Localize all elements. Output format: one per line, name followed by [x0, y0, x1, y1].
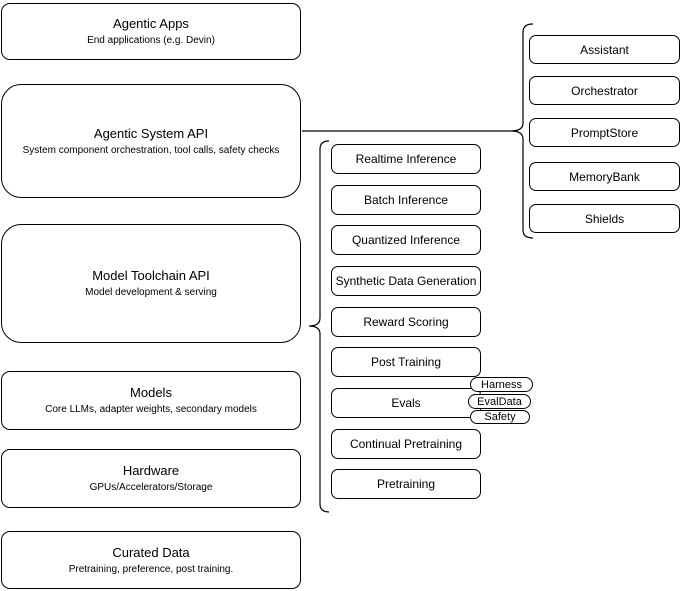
- brace-toolchain-services: [308, 140, 330, 513]
- brace-agentic-services: [510, 23, 534, 239]
- box-memorybank-label: MemoryBank: [569, 169, 640, 184]
- box-agentic-system-api: Agentic System API System component orch…: [1, 84, 301, 198]
- box-memorybank: MemoryBank: [529, 162, 680, 191]
- tag-harness: Harness: [470, 377, 533, 392]
- box-quantized-inference: Quantized Inference: [331, 225, 481, 255]
- tag-harness-label: Harness: [481, 378, 522, 391]
- box-agentic-apps: Agentic Apps End applications (e.g. Devi…: [1, 3, 301, 60]
- box-continual-pretraining: Continual Pretraining: [331, 429, 481, 459]
- box-hardware-title: Hardware: [122, 463, 180, 478]
- tag-evaldata: EvalData: [468, 394, 531, 409]
- box-realtime-inference-label: Realtime Inference: [355, 152, 457, 166]
- box-continual-pretraining-label: Continual Pretraining: [349, 437, 463, 451]
- box-shields: Shields: [529, 204, 680, 233]
- box-shields-label: Shields: [584, 211, 625, 226]
- box-models-title: Models: [130, 385, 172, 400]
- box-hardware: Hardware GPUs/Accelerators/Storage: [1, 449, 301, 508]
- tag-safety: Safety: [470, 410, 530, 424]
- box-curated-data-title: Curated Data: [112, 544, 190, 560]
- box-quantized-inference-label: Quantized Inference: [351, 233, 461, 247]
- box-pretraining-label: Pretraining: [376, 477, 436, 491]
- box-orchestrator: Orchestrator: [529, 76, 680, 105]
- box-synthetic-data-generation: Synthetic Data Generation: [331, 266, 481, 296]
- box-promptstore: PromptStore: [529, 118, 680, 147]
- box-reward-scoring: Reward Scoring: [331, 307, 481, 337]
- box-model-toolchain-api-title: Model Toolchain API: [92, 268, 210, 283]
- box-curated-data-subtitle: Pretraining, preference, post training.: [68, 563, 234, 575]
- tag-safety-label: Safety: [484, 411, 516, 423]
- box-curated-data: Curated Data Pretraining, preference, po…: [1, 531, 301, 589]
- box-promptstore-label: PromptStore: [570, 125, 639, 140]
- box-evals-label: Evals: [391, 396, 421, 410]
- box-agentic-system-api-title: Agentic System API: [93, 125, 209, 141]
- box-assistant-label: Assistant: [580, 42, 629, 57]
- box-models-subtitle: Core LLMs, adapter weights, secondary mo…: [45, 404, 257, 415]
- box-evals: Evals: [331, 388, 481, 418]
- box-hardware-subtitle: GPUs/Accelerators/Storage: [89, 482, 213, 493]
- box-model-toolchain-api: Model Toolchain API Model development & …: [1, 224, 301, 343]
- box-reward-scoring-label: Reward Scoring: [363, 315, 449, 329]
- box-batch-inference: Batch Inference: [331, 185, 481, 215]
- box-orchestrator-label: Orchestrator: [571, 83, 638, 98]
- box-agentic-system-api-subtitle: System component orchestration, tool cal…: [22, 144, 280, 156]
- box-models: Models Core LLMs, adapter weights, secon…: [1, 371, 301, 430]
- tag-evaldata-label: EvalData: [477, 395, 522, 408]
- box-realtime-inference: Realtime Inference: [331, 144, 481, 174]
- box-assistant: Assistant: [529, 35, 680, 64]
- box-agentic-apps-title: Agentic Apps: [113, 16, 189, 31]
- box-batch-inference-label: Batch Inference: [363, 193, 449, 207]
- box-post-training-label: Post Training: [370, 355, 442, 369]
- box-agentic-apps-subtitle: End applications (e.g. Devin): [87, 35, 215, 46]
- box-model-toolchain-api-subtitle: Model development & serving: [85, 287, 217, 298]
- box-post-training: Post Training: [331, 347, 481, 377]
- box-pretraining: Pretraining: [331, 469, 481, 499]
- box-synthetic-data-generation-label: Synthetic Data Generation: [335, 274, 477, 288]
